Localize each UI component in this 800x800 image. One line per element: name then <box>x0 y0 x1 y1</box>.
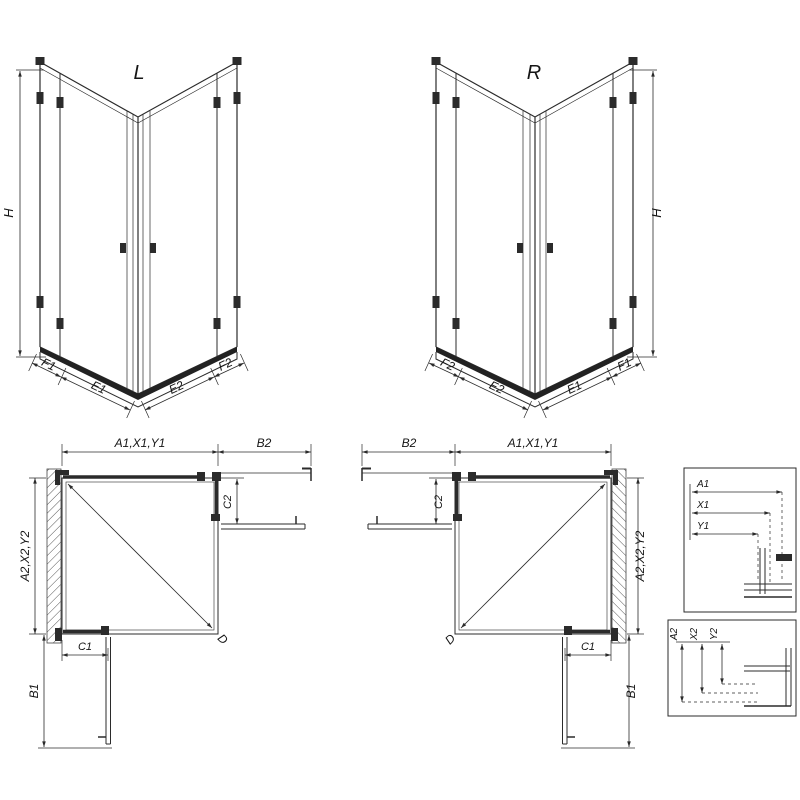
plan-view-right: A1,X1,Y1 B2 A2,X2,Y2 B1 C1 C2 D <box>362 436 647 748</box>
dim-label-e1: E1 <box>89 378 108 397</box>
detail-label-y1: Y1 <box>697 521 709 532</box>
detail-label-a2: A2 <box>669 627 680 641</box>
detail-view-top-profile: A1 X1 Y1 <box>683 467 797 613</box>
dim-label-b2: B2 <box>402 436 417 450</box>
dim-label-a1x1y1: A1,X1,Y1 <box>507 436 559 450</box>
dim-label-a2x2y2: A2,X2,Y2 <box>633 530 647 582</box>
dim-label-e1: E1 <box>565 378 584 397</box>
dim-label-c2: C2 <box>433 495 445 509</box>
iso-right-title: R <box>527 62 541 84</box>
dim-label-h-right: H <box>649 208 664 218</box>
dim-label-e2: E2 <box>167 378 187 397</box>
detail-view-bottom-profile: A2 X2 Y2 <box>667 619 797 717</box>
iso-view-left: L H F1 E1 E2 F2 <box>1 57 248 418</box>
iso-left-title: L <box>133 62 144 84</box>
dim-label-f2: F2 <box>438 355 457 374</box>
dim-label-h-left: H <box>1 208 16 218</box>
dim-label-b1: B1 <box>624 684 638 699</box>
dim-label-c1: C1 <box>78 641 92 653</box>
plan-view-left: A1,X1,Y1 B2 A2,X2,Y2 B1 C1 C2 D <box>18 436 311 748</box>
detail-box <box>667 619 797 717</box>
plan-left-geometry <box>29 444 311 748</box>
dim-label-f1: F1 <box>615 355 634 374</box>
dim-label-d: D <box>442 631 458 647</box>
dim-label-f2: F2 <box>216 355 235 374</box>
dim-label-a2x2y2: A2,X2,Y2 <box>18 530 32 582</box>
detail-label-y2: Y2 <box>709 627 720 640</box>
dim-label-a1x1y1: A1,X1,Y1 <box>114 436 166 450</box>
dim-label-b2: B2 <box>257 436 272 450</box>
dim-label-e2: E2 <box>487 378 507 397</box>
detail-label-x1: X1 <box>696 500 709 511</box>
profile-bracket <box>776 554 792 561</box>
dim-label-c2: C2 <box>222 495 234 509</box>
dim-label-c1: C1 <box>581 641 595 653</box>
detail-label-a1: A1 <box>696 479 709 490</box>
dim-label-b1: B1 <box>27 684 41 699</box>
plan-right-geometry <box>362 444 644 748</box>
detail-label-x2: X2 <box>689 627 700 641</box>
detail-box <box>683 467 797 613</box>
dim-label-f1: F1 <box>39 355 58 374</box>
iso-view-right: R H F2 E2 E1 F1 <box>425 57 664 418</box>
